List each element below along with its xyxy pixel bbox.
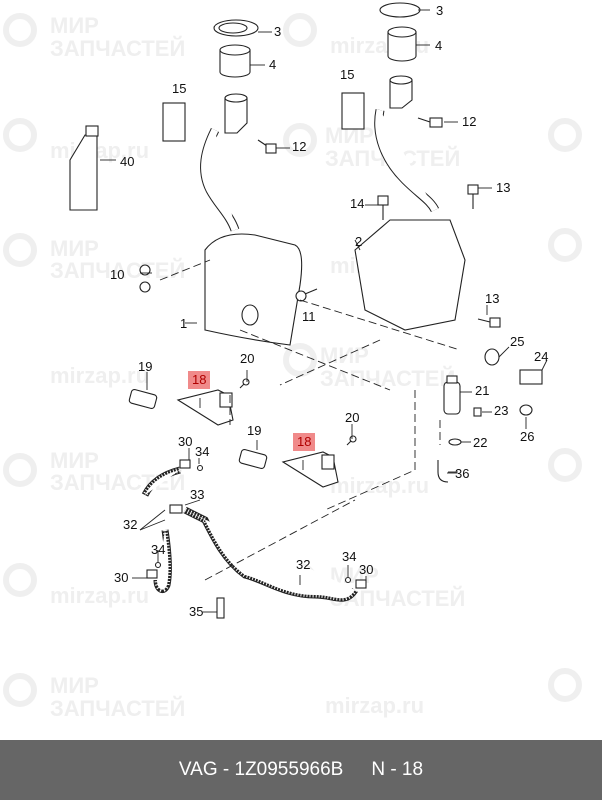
cap-19-right: [238, 448, 268, 470]
watermark-site: mirzap.ru: [330, 473, 430, 498]
bolt-12-left: [257, 139, 277, 154]
callout-30: 30: [359, 562, 374, 577]
callout-11: 11: [302, 309, 316, 324]
watermark-site: mirzap.ru: [325, 693, 425, 718]
callout-20: 20: [240, 351, 255, 366]
watermark-text: МИР: [50, 448, 99, 473]
grommet-25: [484, 348, 500, 366]
callout-18-highlighted[interactable]: 18: [188, 371, 211, 389]
callout-15: 15: [340, 67, 355, 82]
watermark-text: ЗАПЧАСТЕЙ: [320, 366, 456, 391]
seal-22: [448, 438, 462, 446]
watermark-site: mirzap.ru: [50, 363, 150, 388]
watermark-text: МИР: [50, 673, 99, 698]
watermark-text: ЗАПЧАСТЕЙ: [50, 258, 186, 283]
filler-neck-left: [224, 93, 248, 134]
washer-pump-18-right: [281, 451, 339, 488]
callout-40: 40: [120, 154, 135, 169]
callout-14: 14: [350, 196, 365, 211]
bolt-14: [377, 195, 389, 220]
watermark-site: mirzap.ru: [50, 583, 150, 608]
callout-26: 26: [520, 429, 535, 444]
bracket-15-right: [341, 92, 365, 130]
callout-13: 13: [496, 180, 511, 195]
callout-15: 15: [172, 81, 187, 96]
callout-32: 32: [123, 517, 138, 532]
callout-36: 36: [455, 466, 470, 481]
assembly-lines: [159, 259, 461, 581]
o-ring-34: [154, 464, 352, 584]
plug-23: [473, 407, 482, 417]
cap-seal-3-left: [213, 19, 259, 37]
callout-12: 12: [292, 139, 307, 154]
bolt-13-mid: [477, 317, 501, 328]
cap-4-right: [387, 26, 417, 62]
t-piece-33: [169, 504, 183, 514]
callout-18-highlighted[interactable]: 18: [293, 433, 316, 451]
callout-10: 10: [110, 267, 125, 282]
callout-23: 23: [494, 403, 509, 418]
diagram-position: N - 18: [371, 759, 424, 780]
callout-22: 22: [473, 435, 488, 450]
leader-lines: [100, 9, 548, 613]
callout-4: 4: [435, 38, 443, 53]
watermark-text: МИР: [325, 123, 374, 148]
diagram-drawing: [3, 2, 582, 707]
nut-10: [139, 264, 151, 293]
callout-21: 21: [475, 383, 490, 398]
bracket-15-left: [162, 102, 186, 142]
callout-30: 30: [178, 434, 193, 449]
callout-30: 30: [114, 570, 129, 585]
watermark-text: МИР: [50, 236, 99, 261]
sensor-24: [519, 369, 543, 385]
watermark-text: ЗАПЧАСТЕЙ: [50, 36, 186, 61]
callout-3: 3: [436, 3, 444, 18]
washer-reservoir-1: [204, 233, 303, 346]
watermark-text: МИР: [50, 13, 99, 38]
callout-20: 20: [345, 410, 360, 425]
footer-bar: VAG - 1Z0955966B N - 18: [0, 740, 602, 800]
cap-seal-3-right: [379, 2, 421, 18]
callout-25: 25: [510, 334, 525, 349]
callout-34: 34: [195, 444, 210, 459]
bolt-12-right: [417, 117, 443, 128]
screw-11: [295, 288, 318, 302]
callout-33: 33: [190, 487, 205, 502]
watermark-text: ЗАПЧАСТЕЙ: [50, 696, 186, 721]
callout-35: 35: [189, 604, 204, 619]
washer-reservoir-2: [354, 219, 466, 331]
screw-20-right: [346, 435, 357, 446]
washer-pump-21: [443, 375, 461, 415]
cap-4-left: [219, 44, 251, 78]
parts-diagram: МИР ЗАПЧАСТЕЙ mirzap.ru mirzap.ru МИР ЗА…: [3, 2, 582, 721]
part-number: VAG - 1Z0955966B: [178, 759, 344, 780]
elbow-36: [437, 460, 449, 483]
washer-pump-18-left: [176, 389, 234, 426]
callout-19: 19: [247, 423, 262, 438]
callout-34: 34: [151, 542, 166, 557]
watermark-text: МИР: [330, 563, 379, 588]
callout-3: 3: [274, 24, 282, 39]
callout-1: 1: [180, 316, 188, 331]
fluid-bottle-40: [69, 125, 99, 211]
seal-26: [519, 404, 533, 416]
callout-13: 13: [485, 291, 500, 306]
callout-24: 24: [534, 349, 549, 364]
clip-35: [216, 597, 225, 619]
bolt-13-top: [467, 184, 479, 209]
callout-34: 34: [342, 549, 357, 564]
callout-32: 32: [296, 557, 311, 572]
cap-19-left: [128, 388, 158, 410]
filler-neck-right: [389, 75, 413, 109]
callout-2: 2: [355, 234, 363, 249]
callout-4: 4: [269, 57, 277, 72]
callout-19: 19: [138, 359, 153, 374]
screw-20-left: [239, 378, 250, 389]
connector-30: [146, 459, 367, 589]
callout-12: 12: [462, 114, 477, 129]
watermark-text: ЗАПЧАСТЕЙ: [330, 586, 466, 611]
watermark-text: МИР: [320, 343, 369, 368]
